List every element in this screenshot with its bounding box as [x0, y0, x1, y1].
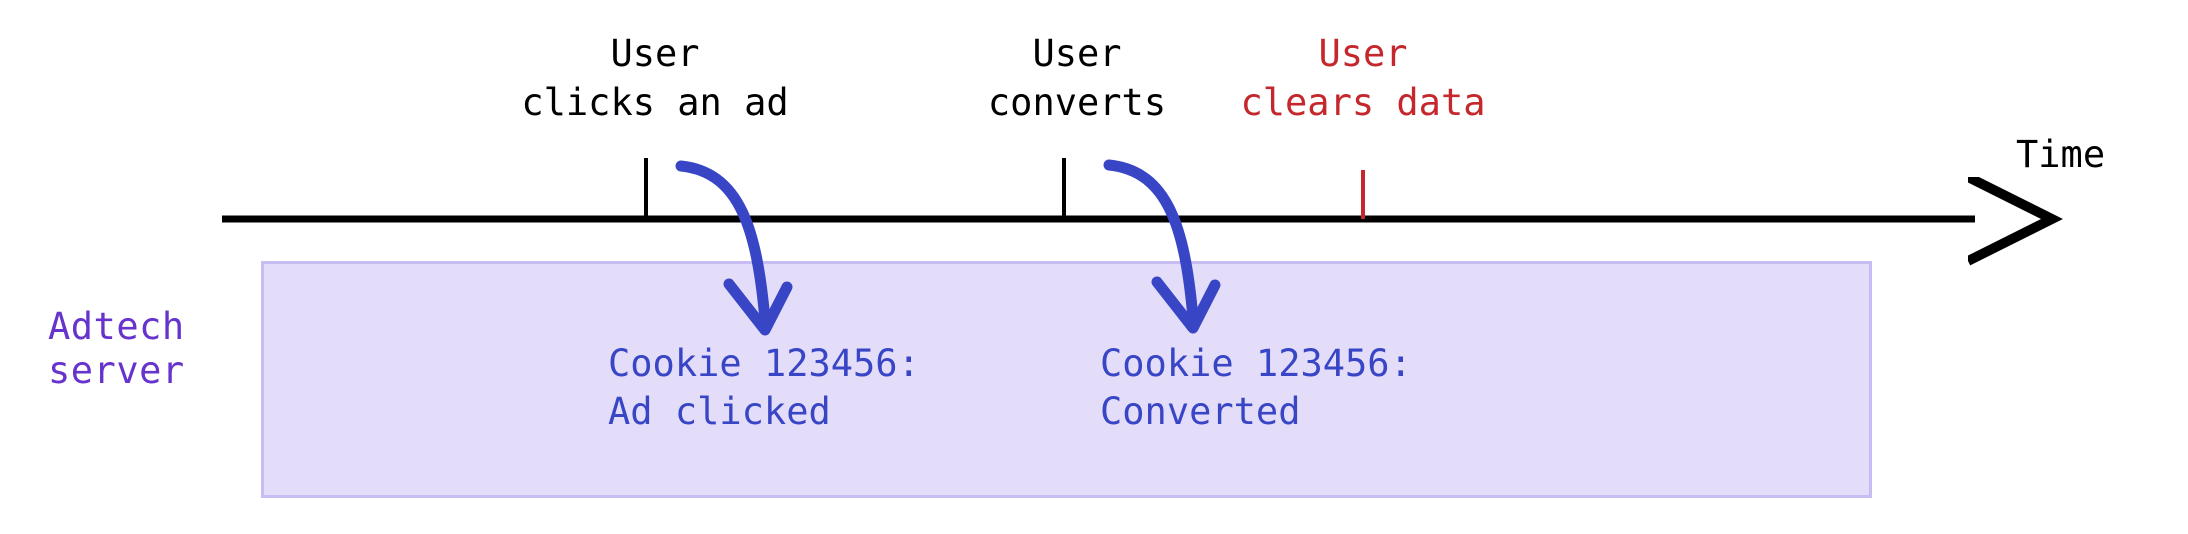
adtech-server-label: Adtech server [48, 305, 185, 392]
time-axis-label: Time [2016, 133, 2106, 176]
event-label-clear-data: User clears data [1240, 32, 1486, 124]
log-entry-ad-clicked-line2: Ad clicked [608, 390, 831, 433]
log-entry-converted-line2: Converted [1100, 390, 1301, 433]
adtech-server-region [261, 261, 1872, 498]
event-label-ad-click: User clicks an ad [521, 32, 789, 124]
log-entry-converted-line1: Cookie 123456: [1100, 342, 1412, 385]
log-entry-ad-clicked: Cookie 123456: Ad clicked [608, 340, 920, 436]
event-label-conversion: User converts [987, 32, 1167, 124]
log-entry-converted: Cookie 123456: Converted [1100, 340, 1412, 436]
log-entry-ad-clicked-line1: Cookie 123456: [608, 342, 920, 385]
